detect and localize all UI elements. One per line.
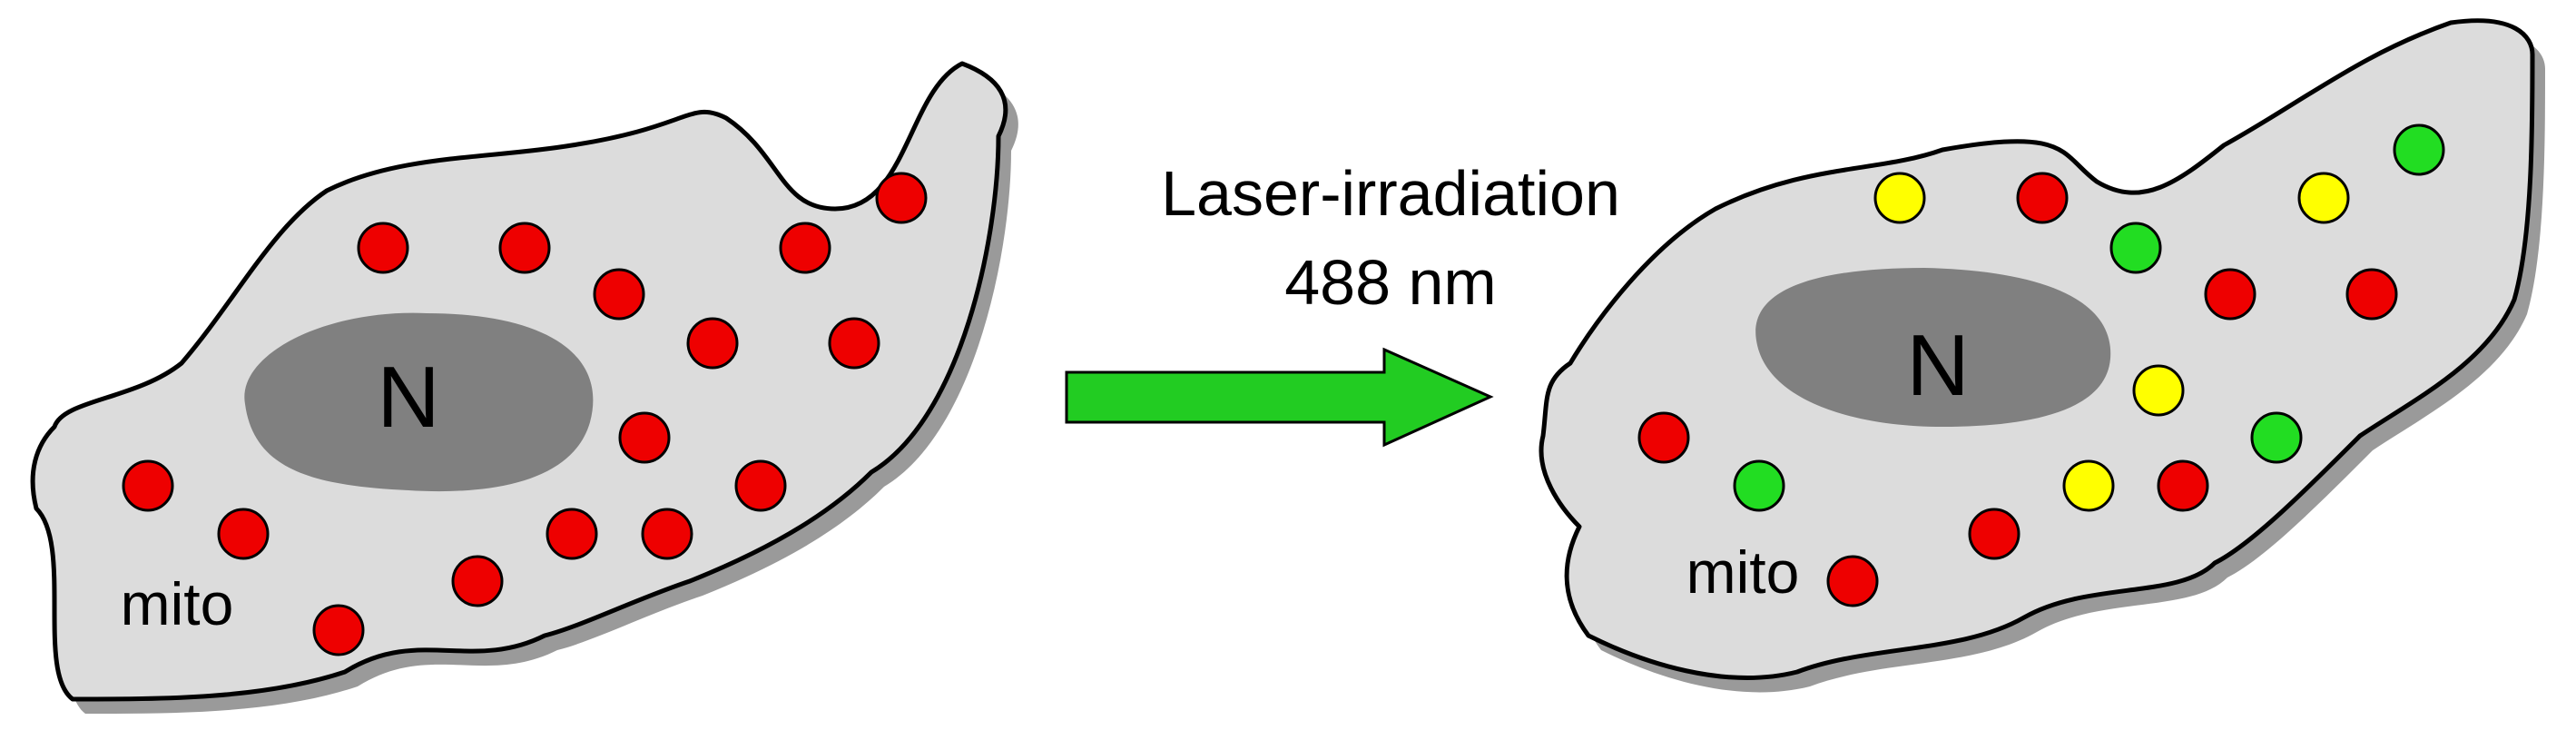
after-mitochondrion-yellow [2297, 172, 2350, 224]
before-mitochondrion-red [546, 508, 598, 560]
after-mitochondrion-red [1637, 411, 1690, 464]
after-mitochondrion-green [2250, 411, 2303, 464]
before-mitochondrion-red [357, 222, 409, 274]
after-mitochondrion-red [1968, 508, 2020, 560]
after-mitochondrion-green [1733, 459, 1785, 512]
after-mitochondrion-red [2204, 268, 2256, 321]
before-mitochondrion-red [641, 508, 693, 560]
arrow-label-line1: Laser-irradiation [1161, 158, 1620, 229]
before-mitochondrion-red [828, 317, 880, 370]
before-mitochondrion-red [217, 508, 270, 560]
after-mitochondria [1637, 123, 2445, 607]
arrow-label-line2: 488 nm [1284, 247, 1496, 318]
before-mitochondrion-red [734, 459, 787, 512]
after-mitochondrion-red [1826, 555, 1879, 607]
after-nucleus-label: N [1906, 317, 1969, 414]
before-mitochondrion-red [122, 459, 174, 512]
after-mitochondrion-red [2345, 268, 2398, 321]
after-nucleus [1755, 268, 2111, 427]
before-mitochondria [122, 172, 928, 656]
before-nucleus [244, 312, 594, 492]
before-mitochondrion-red [451, 555, 504, 607]
before-mitochondrion-red [686, 317, 739, 370]
after-mitochondrion-yellow [1873, 172, 1926, 224]
green-arrow [1065, 347, 1494, 448]
before-mitochondrion-red [498, 222, 551, 274]
before-mitochondrion-red [779, 222, 831, 274]
after-mitochondrion-green [2109, 222, 2162, 274]
after-mitochondrion-yellow [2062, 459, 2115, 512]
irradiation-arrow-group: Laser-irradiation 488 nm [1065, 158, 1620, 448]
after-cell: N mito [1539, 18, 2545, 693]
after-mito-label: mito [1686, 538, 1800, 606]
before-cell: N mito [30, 61, 1018, 714]
before-mito-label: mito [121, 570, 234, 637]
after-mitochondrion-yellow [2132, 364, 2185, 417]
before-mitochondrion-red [312, 604, 365, 656]
before-mitochondrion-red [593, 268, 645, 321]
before-mitochondrion-red [618, 411, 671, 464]
before-nucleus-label: N [377, 349, 439, 446]
before-mitochondrion-red [875, 172, 928, 224]
after-mitochondrion-red [2157, 459, 2209, 512]
after-mitochondrion-red [2016, 172, 2069, 224]
after-mitochondrion-green [2393, 123, 2445, 176]
